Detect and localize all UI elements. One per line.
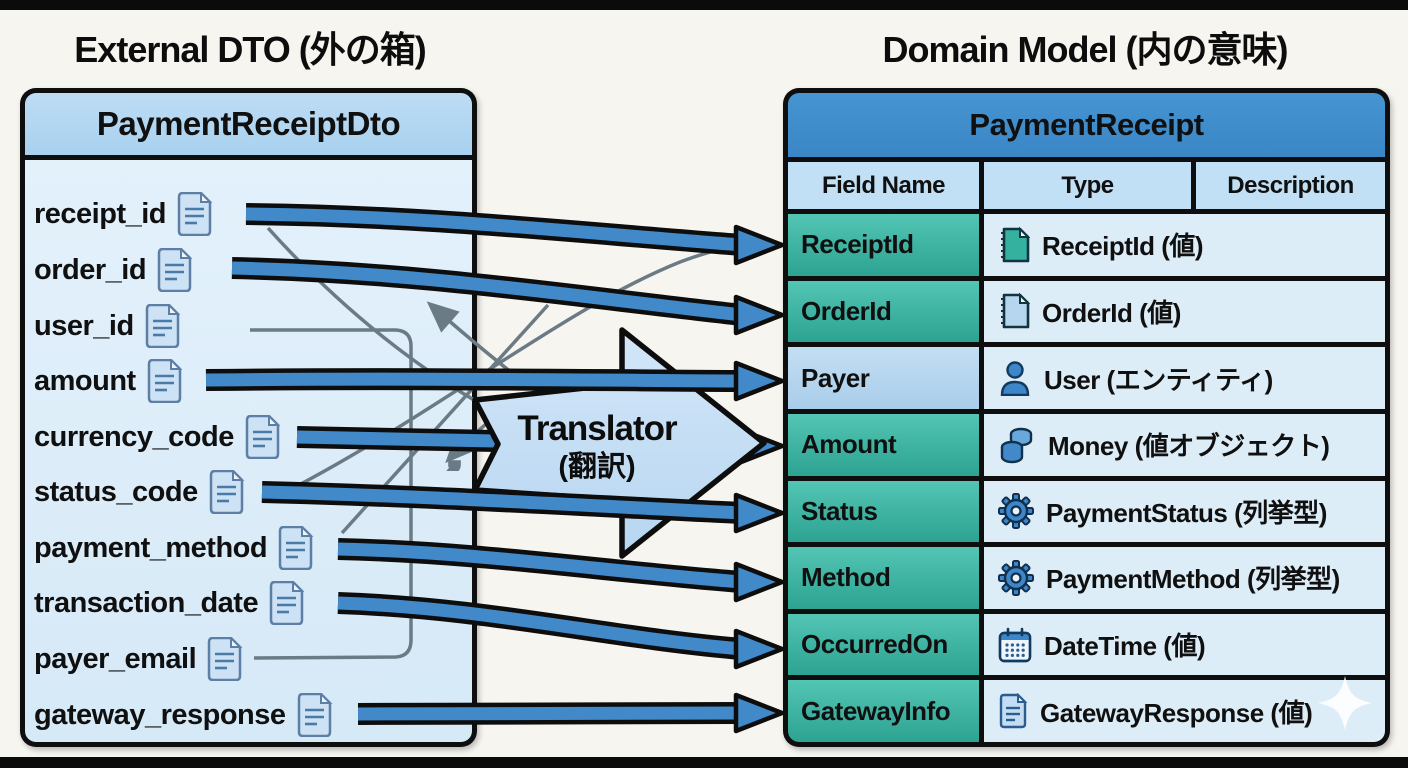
domain-type-cell: ReceiptId (値): [984, 214, 1385, 276]
field-name-label: Payer: [801, 362, 870, 393]
left-section-title: External DTO (外の箱): [74, 29, 426, 70]
dto-field-status_code: status_code: [34, 470, 245, 514]
translator-arrow: Translator (翻訳): [472, 327, 767, 559]
coins-icon: [998, 426, 1036, 464]
domain-field-Payer: Payer: [788, 347, 979, 409]
type-label: OrderId (値): [1042, 297, 1181, 328]
field-name-label: ReceiptId: [801, 229, 914, 260]
dto-field-label: gateway_response: [34, 698, 286, 731]
dto-field-payment_method: payment_method: [34, 526, 314, 570]
field-name-label: Amount: [801, 429, 897, 460]
dto-field-payer_email: payer_email: [34, 637, 243, 681]
right-section-title: Domain Model (内の意味): [882, 29, 1289, 70]
type-label: DateTime (値): [1044, 631, 1206, 662]
dto-field-amount: amount: [34, 359, 183, 403]
dto-box-title: PaymentReceiptDto: [25, 93, 472, 155]
dto-field-label: transaction_date: [34, 586, 259, 619]
domain-field-Method: Method: [788, 547, 979, 609]
dto-field-label: amount: [34, 364, 136, 397]
translator-label: Translator: [517, 409, 678, 448]
document-icon: [177, 192, 213, 236]
dto-field-label: user_id: [34, 309, 134, 342]
dto-field-receipt_id: receipt_id: [34, 192, 213, 236]
domain-field-ReceiptId: ReceiptId: [788, 214, 979, 276]
document-icon: [269, 581, 305, 625]
type-label: User (エンティティ): [1044, 364, 1273, 395]
field-name-label: GatewayInfo: [801, 695, 951, 726]
dto-field-label: payer_email: [34, 642, 197, 675]
frame-bottom-border: [0, 757, 1408, 768]
user-icon: [998, 360, 1032, 397]
domain-field-OrderId: OrderId: [788, 280, 979, 343]
type-label: ReceiptId (値): [1042, 231, 1204, 262]
dto-field-gateway_response: gateway_response: [34, 693, 333, 737]
document-icon: [998, 693, 1028, 729]
field-name-label: Status: [801, 495, 878, 526]
domain-type-cell: DateTime (値): [984, 613, 1385, 676]
dto-field-label: payment_method: [34, 531, 268, 564]
type-label: Money (値オブジェクト): [1048, 431, 1330, 462]
gear-icon: [998, 559, 1034, 596]
column-header-field-name: Field Name: [788, 162, 979, 209]
document-icon: [147, 359, 183, 403]
gear-icon: [998, 493, 1034, 530]
domain-field-GatewayInfo: GatewayInfo: [788, 680, 979, 742]
field-name-label: Method: [801, 562, 891, 593]
column-header-description: Description: [1196, 162, 1385, 209]
field-name-label: OrderId: [801, 295, 892, 326]
column-header-type: Type: [984, 162, 1191, 209]
domain-type-cell: Money (値オブジェクト): [984, 413, 1385, 476]
dto-field-label: order_id: [34, 253, 147, 286]
calendar-icon: [998, 627, 1032, 663]
domain-type-cell: PaymentMethod (列挙型): [984, 547, 1385, 609]
dto-field-label: status_code: [34, 475, 198, 508]
dto-field-user_id: user_id: [34, 304, 181, 348]
document-icon: [245, 415, 281, 459]
document-icon: [278, 526, 314, 570]
type-label: GatewayResponse (値): [1040, 697, 1313, 728]
document-icon: [145, 304, 181, 348]
notebook-blue-icon: [998, 292, 1030, 330]
domain-field-Amount: Amount: [788, 413, 979, 476]
dto-field-transaction_date: transaction_date: [34, 581, 305, 625]
dto-field-label: currency_code: [34, 420, 234, 453]
field-name-label: OccurredOn: [801, 629, 948, 660]
document-icon: [297, 693, 332, 737]
domain-type-cell: OrderId (値): [984, 280, 1385, 343]
domain-model-table: PaymentReceipt Field Name Type Descripti…: [783, 88, 1390, 747]
domain-field-OccurredOn: OccurredOn: [788, 613, 979, 676]
document-icon: [157, 248, 193, 292]
dto-field-order_id: order_id: [34, 248, 193, 292]
type-label: PaymentStatus (列挙型): [1046, 497, 1327, 528]
dto-field-currency_code: currency_code: [34, 415, 281, 459]
translator-sublabel: (翻訳): [558, 450, 635, 483]
domain-table-title: PaymentReceipt: [788, 93, 1385, 157]
domain-type-cell: PaymentStatus (列挙型): [984, 480, 1385, 543]
dto-field-label: receipt_id: [34, 197, 167, 230]
domain-field-Status: Status: [788, 480, 979, 543]
document-icon: [209, 470, 245, 514]
frame-top-border: [0, 0, 1408, 10]
type-label: PaymentMethod (列挙型): [1046, 564, 1340, 595]
domain-type-cell: User (エンティティ): [984, 347, 1385, 409]
domain-type-cell: GatewayResponse (値): [984, 680, 1385, 742]
notebook-teal-icon: [998, 226, 1030, 264]
document-icon: [207, 637, 243, 681]
